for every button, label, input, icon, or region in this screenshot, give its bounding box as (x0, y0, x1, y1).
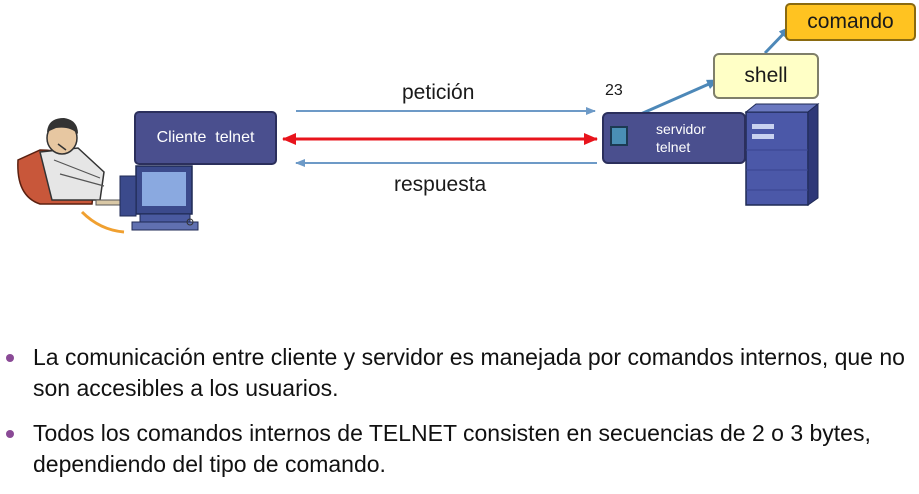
port-icon (610, 126, 628, 146)
shell-box: shell (713, 53, 819, 99)
command-box: comando (785, 3, 916, 41)
port-number-label: 23 (605, 82, 623, 99)
bullet-dot-icon (6, 430, 14, 438)
telnet-diagram (17, 25, 820, 234)
server-tower-icon (744, 102, 820, 206)
command-label: comando (807, 10, 894, 33)
telnet-server-box: servidor telnet (602, 112, 746, 164)
bullet-text: La comunicación entre cliente y servidor… (33, 344, 905, 401)
telnet-client-box: Cliente telnet (134, 111, 277, 165)
bullet-item: La comunicación entre cliente y servidor… (0, 342, 919, 404)
bullet-text: Todos los comandos internos de TELNET co… (33, 420, 871, 477)
bullet-list: La comunicación entre cliente y servidor… (0, 342, 919, 494)
shell-label: shell (744, 64, 788, 87)
person-at-computer-icon (17, 118, 199, 234)
bullet-item: Todos los comandos internos de TELNET co… (0, 418, 919, 480)
bullet-dot-icon (6, 354, 14, 362)
request-label: petición (402, 81, 475, 104)
server-label: servidor telnet (656, 121, 706, 155)
client-label: Cliente telnet (156, 129, 255, 146)
response-label: respuesta (394, 173, 487, 196)
